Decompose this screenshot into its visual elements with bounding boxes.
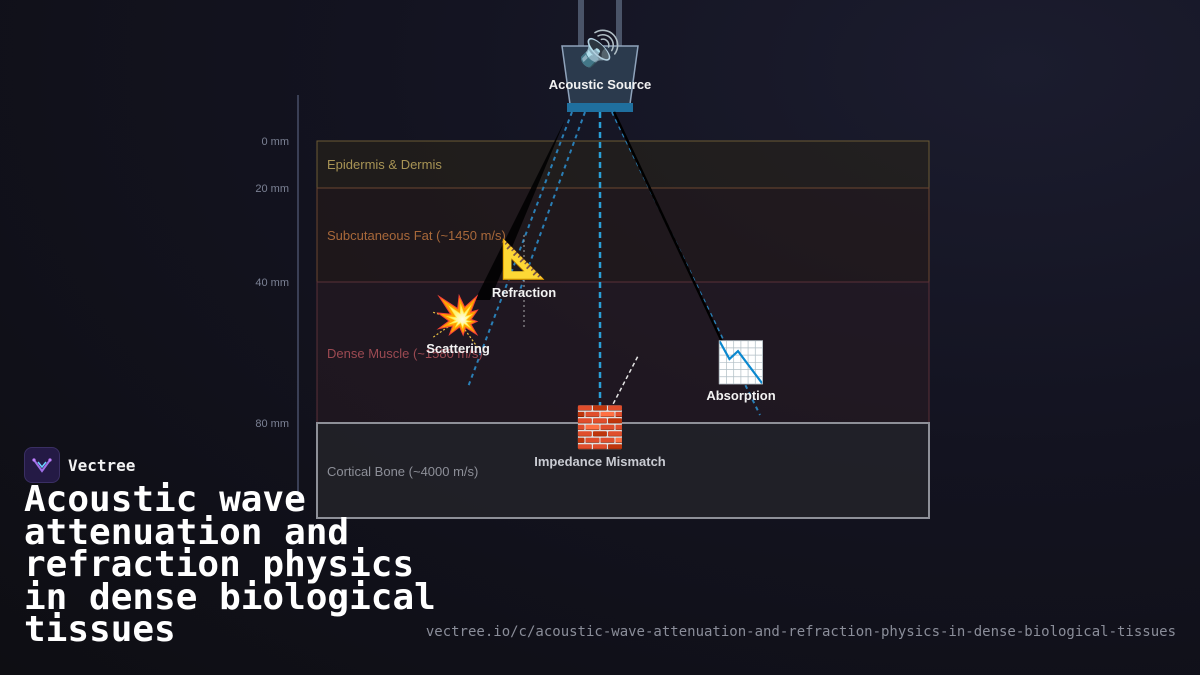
chart-decreasing-icon: 📉 (716, 340, 766, 386)
brand-name: Vectree (68, 455, 136, 475)
layer-label-bone: Cortical Bone (~4000 m/s) (327, 464, 479, 479)
source-label: Acoustic Source (548, 77, 652, 92)
triangle-ruler-icon: 📐 (500, 237, 548, 281)
scatter-ray (431, 319, 459, 339)
refracted-beam (467, 111, 573, 388)
scattering-label: Scattering (426, 341, 490, 356)
scatter-ray (457, 319, 479, 349)
layer-label-muscle: Dense Muscle (~1580 m/s) (327, 346, 483, 361)
depth-tick-0: 0 mm (261, 136, 290, 148)
speaker-icon: 🔊 (578, 29, 622, 69)
scatter-ray (431, 311, 459, 321)
absorption-label: Absorption (706, 388, 776, 403)
logo-mark (32, 458, 52, 473)
layer-fat (316, 187, 930, 283)
source-cable-right (616, 0, 622, 48)
transducer-face (567, 103, 633, 112)
depth-tick-40: 40 mm (255, 277, 289, 289)
brand: Vectree (24, 447, 135, 483)
source-cable-left (578, 0, 584, 48)
absorbed-beam-shadow (612, 111, 742, 381)
depth-tick-20: 20 mm (255, 183, 289, 195)
beam-shadow-left (475, 120, 565, 300)
depth-tick-80: 80 mm (255, 418, 289, 430)
refraction-label: Refraction (491, 285, 557, 300)
reflected-beam (609, 355, 639, 411)
layer-label-fat: Subcutaneous Fat (~1450 m/s) (327, 228, 506, 243)
collision-icon: 💥 (434, 293, 482, 337)
source-url[interactable]: vectree.io/c/acoustic-wave-attenuation-a… (425, 624, 1176, 640)
layer-bone (316, 422, 930, 519)
page-title: Acoustic wave attenuation and refraction… (24, 479, 436, 650)
brick-icon: 🧱 (575, 405, 625, 451)
vectree-logo-icon (24, 447, 60, 483)
impedance-label: Impedance Mismatch (534, 454, 666, 469)
layer-label-epidermis: Epidermis & Dermis (327, 157, 442, 172)
